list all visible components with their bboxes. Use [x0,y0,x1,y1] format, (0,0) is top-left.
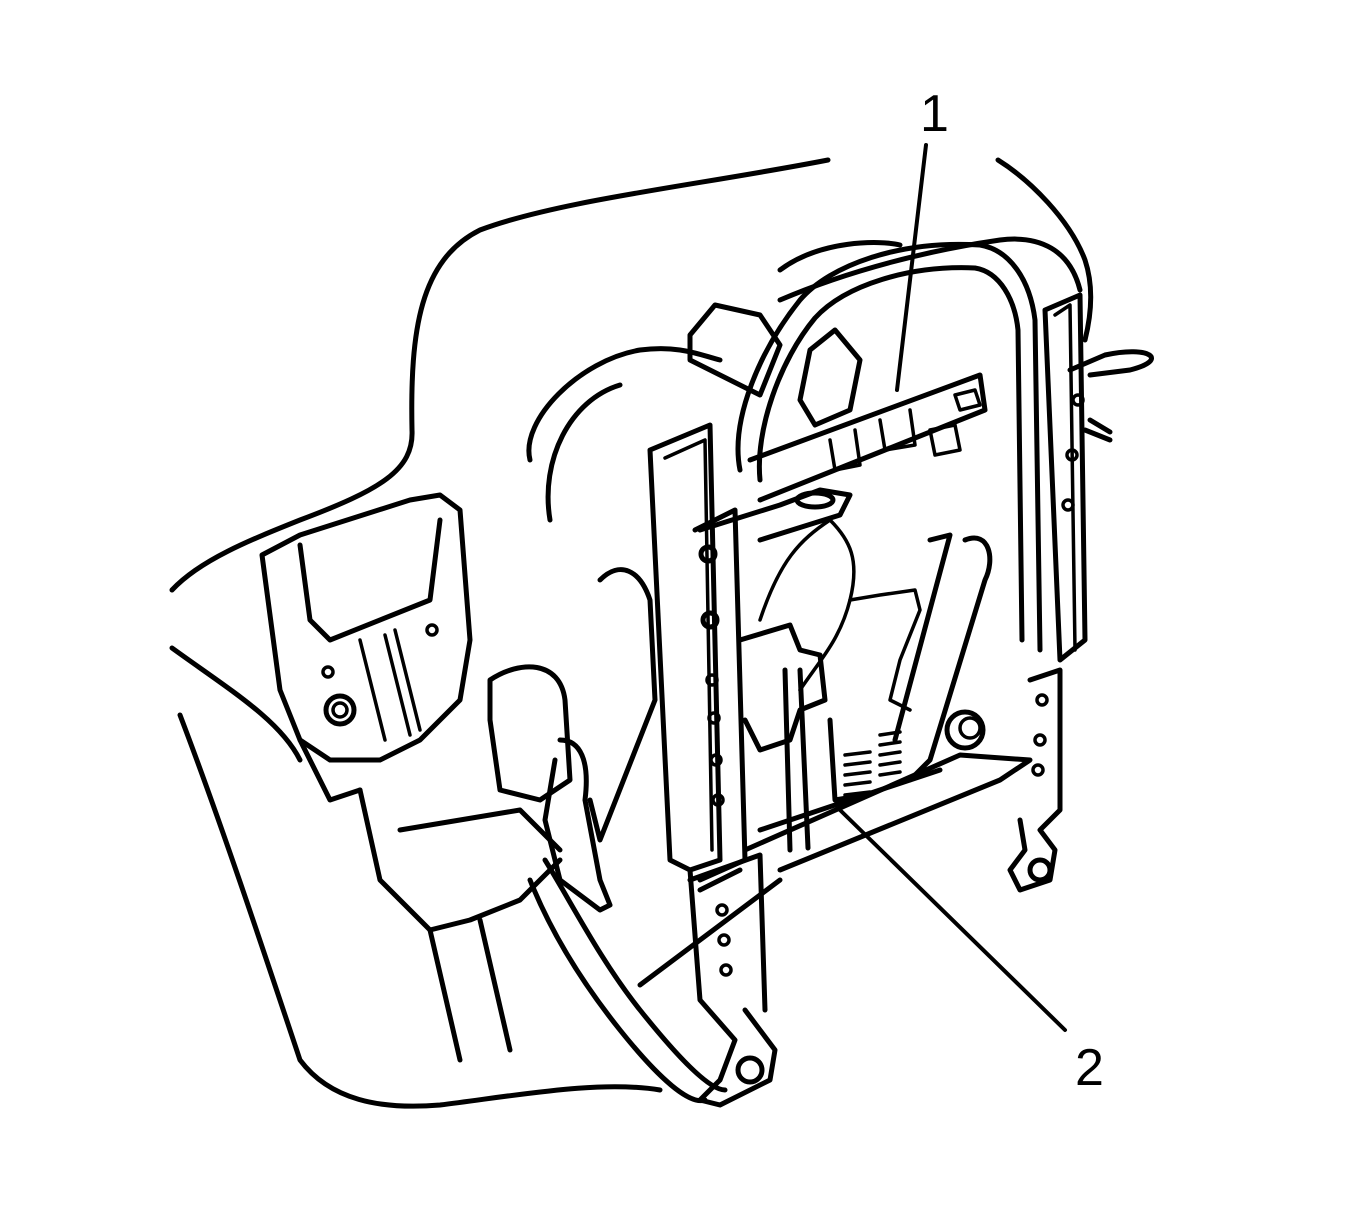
callout-label-1: 1 [920,85,949,143]
tubular-frame [735,241,1043,653]
callout-2-leader [838,808,1067,1032]
upper-cross-member [747,372,988,503]
callout-1-leader [895,143,928,392]
callout-label-2: 2 [1075,1039,1104,1097]
lower-cross-member [637,752,1033,988]
headrest-guides [687,240,903,428]
seat-cushion-outline [169,157,1094,1109]
recliner-bracket [259,492,573,1063]
side-strap [527,567,728,1104]
right-frame-rail [1007,292,1155,893]
